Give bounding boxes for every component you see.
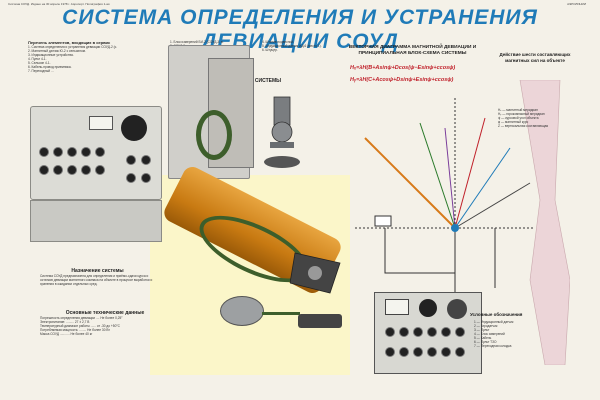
- tech-row: Электропитание: ......... 27 ± 2,7 В: [40, 320, 90, 324]
- dial-knob: [447, 299, 467, 319]
- header-note: Система СОУД. Издано на 30 апреле 1978 г…: [8, 2, 110, 6]
- list-item: 5. Индукционный датчик ИД-6 (место 1).: [262, 44, 322, 48]
- knob-icon: [427, 327, 437, 337]
- right-list: 4. Штатив подвесной. 5. Индукционный дат…: [262, 40, 342, 52]
- knob-icon: [413, 347, 423, 357]
- legend-item: φ — магнитный курс: [498, 120, 529, 124]
- case-lid-illustration: [30, 200, 162, 242]
- cylinder-end-cap: [290, 252, 341, 294]
- list-item: 6. Кабель-провод приемника.: [28, 65, 72, 69]
- convention-item: 6 — Пульт ТЗО: [474, 340, 497, 344]
- knob-icon: [399, 347, 409, 357]
- dial-knob: [419, 299, 437, 317]
- knob-icon: [81, 165, 91, 175]
- knob-icon: [126, 155, 136, 165]
- knob-icon: [81, 147, 91, 157]
- knob-icon: [126, 173, 136, 183]
- knob-icon: [441, 347, 451, 357]
- legend-item: Hₓ — магнитный меридиан: [498, 108, 538, 112]
- vector-diagram: [355, 98, 535, 293]
- list-item: 6. Штуцер.: [262, 48, 278, 52]
- coiled-cable-illustration: [196, 110, 232, 160]
- aircraft-silhouette: [519, 80, 570, 365]
- legend-title: Действие шести составляющих магнитных си…: [499, 52, 571, 63]
- tech-heading: Основные технические данные: [65, 310, 145, 316]
- legend-list: Hₓ — магнитный меридиан Hᵧ — гирокомпасн…: [498, 108, 578, 128]
- header-right-note: АЭРОЛИНИИ: [567, 2, 586, 6]
- knob-icon: [141, 155, 151, 165]
- convention-item: 5 — Кабель: [474, 336, 492, 340]
- list-item: 5. Сельсин 4-1.: [28, 61, 51, 65]
- knob-icon: [455, 327, 465, 337]
- knob-icon: [39, 147, 49, 157]
- convention-item: 7 — Переходная колодка: [474, 344, 512, 348]
- list-item: 1. Система определения и устранения деви…: [28, 45, 118, 49]
- legend-item: Hᵧ — гирокомпасный меридиан: [498, 112, 545, 116]
- meter-gauge: [89, 116, 113, 130]
- left-list-heading: Перечень элементов, входящих в сервис: [28, 40, 111, 45]
- knob-icon: [67, 165, 77, 175]
- knob-icon: [141, 173, 151, 183]
- knob-icon: [385, 347, 395, 357]
- list-item: 3. Индикационные устройства.: [28, 53, 74, 57]
- tech-row: Потребляемая мощность: ........ Не более…: [40, 328, 110, 332]
- list-item: 7. Переходный ...: [28, 69, 54, 73]
- tech-row: Температурный диапазон работы ...... от …: [40, 324, 120, 328]
- diagram-title: ВЕКТОРНАЯ ДИАГРАММА МАГНИТНОЙ ДЕВИАЦИИ И…: [348, 45, 477, 56]
- sensor-cable: [262, 312, 300, 315]
- convention-item: 2 — Гиродатчик: [474, 324, 498, 328]
- conventions-title: Условные обозначения: [470, 312, 523, 317]
- knob-icon: [95, 165, 105, 175]
- formula-hy: Hᵧ=λH(C+Acosψ+Dsinψ+Esinψ+ccosψ): [350, 77, 454, 83]
- knob-icon: [399, 327, 409, 337]
- purpose-section: Назначение системы Система СОУД предназн…: [40, 268, 155, 286]
- convention-item: 1 — Индукционный датчик: [474, 320, 514, 324]
- knob-icon: [53, 147, 63, 157]
- dial-knob: [121, 115, 147, 141]
- control-panel-illustration: [374, 292, 482, 374]
- convention-item: 4 — Блок измерений: [474, 332, 505, 336]
- purpose-text: Система СОУД предназначена для определен…: [40, 274, 153, 286]
- knob-icon: [413, 327, 423, 337]
- knob-icon: [95, 147, 105, 157]
- convention-item: 3 — Пульт: [474, 328, 490, 332]
- knob-icon: [67, 147, 77, 157]
- legend-item: ψ — курсовой угол объекта: [498, 116, 539, 120]
- knob-icon: [455, 347, 465, 357]
- list-item: 4. Штатив подвесной.: [262, 40, 294, 44]
- knob-icon: [427, 347, 437, 357]
- tech-row: Масса СОУД ........... Не более 40 кг: [40, 332, 93, 336]
- knob-icon: [53, 165, 63, 175]
- formula-hx: Hₓ=λH(B+Asinψ+Dcos(ψ−Esinψ+ccosψ): [350, 65, 456, 71]
- page-title: СИСТЕМА ОПРЕДЕЛЕНИЯ И УСТРАНЕНИЯ ДЕВИАЦИ…: [62, 6, 538, 53]
- list-item: 4. Пульт 4-1.: [28, 57, 47, 61]
- connector-plug-illustration: [298, 314, 342, 328]
- tech-row: Погрешность определения девиации .... Не…: [40, 316, 123, 320]
- legend-item: Z — вертикальная составляющая: [498, 124, 549, 128]
- induction-sensor-illustration: [220, 296, 264, 326]
- purpose-heading: Назначение системы: [71, 268, 124, 274]
- knob-icon: [441, 327, 451, 337]
- left-list: Перечень элементов, входящих в сервис 1.…: [28, 40, 148, 73]
- conventions-list: 1 — Индукционный датчик 2 — Гиродатчик 3…: [474, 320, 534, 348]
- knob-icon: [39, 165, 49, 175]
- theodolite-illustration: [264, 96, 300, 168]
- list-item: 2. Магнитный датчик Ю-2 с сельсином.: [28, 49, 86, 53]
- measurement-unit-illustration: [30, 106, 162, 200]
- tech-data-section: Основные технические данные Погрешность …: [40, 310, 170, 336]
- meter-gauge: [385, 299, 409, 315]
- list-item: 1. Блок измерений БИ-2 (СОУД-3, в.: [170, 40, 224, 44]
- knob-icon: [385, 327, 395, 337]
